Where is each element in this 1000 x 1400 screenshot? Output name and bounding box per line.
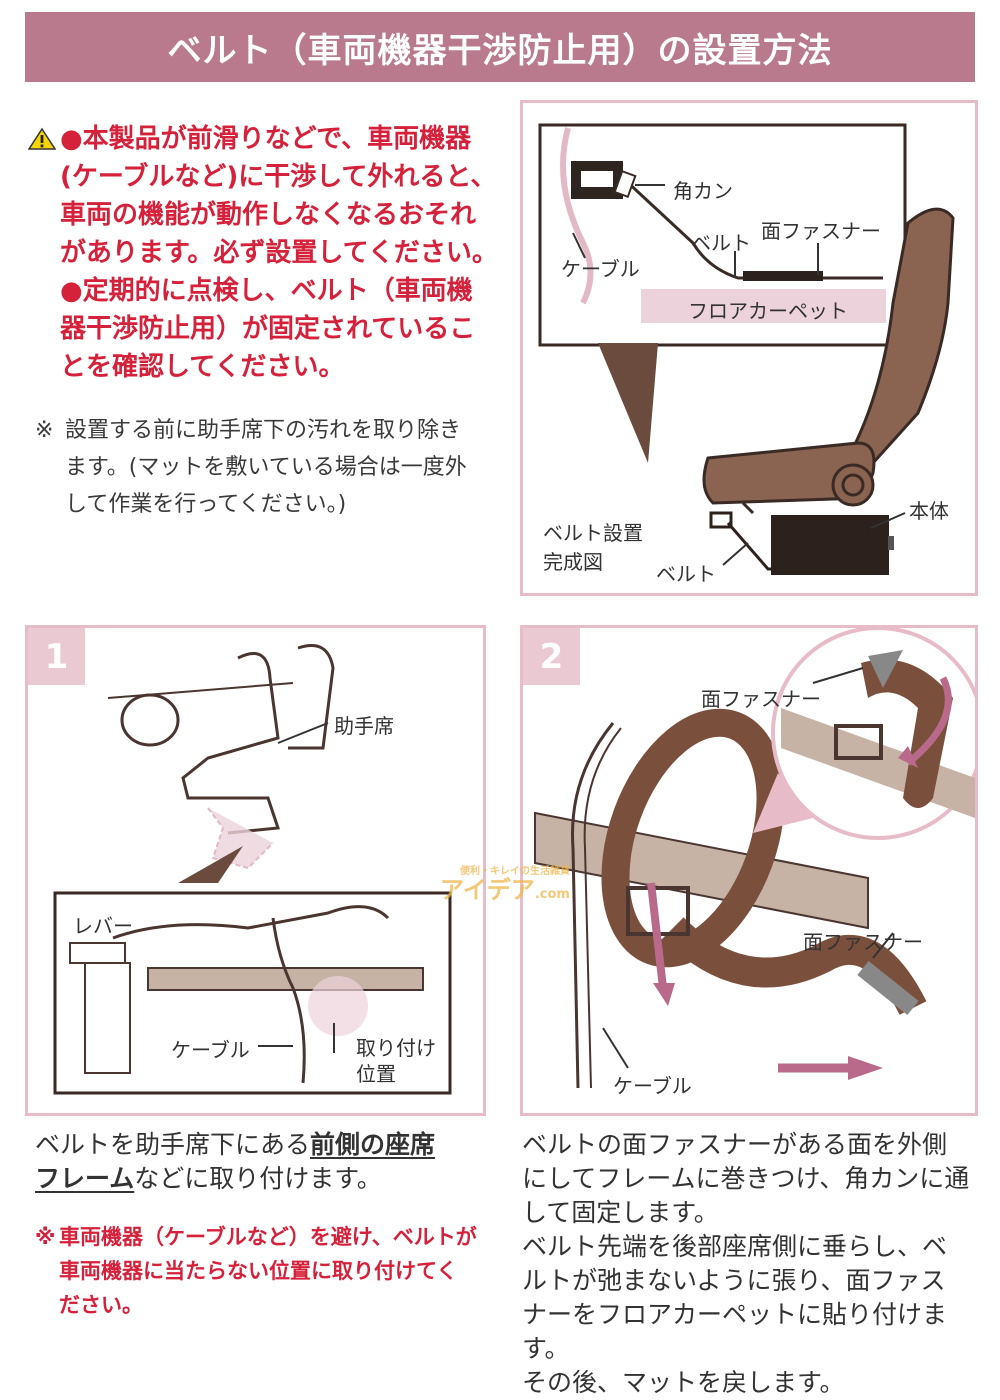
carpet-label: フロアカーペット xyxy=(688,299,848,323)
main-unit-label: 本体 xyxy=(909,499,949,523)
note-line: 設置する前に助手席下の汚れを取り除き xyxy=(65,418,462,443)
watermark-small: 便利・キレイの生活雑貨 xyxy=(460,866,570,877)
complete-label-line2: 完成図 xyxy=(543,550,603,574)
kakukan-label: 角カン xyxy=(673,179,733,203)
seat-diagram xyxy=(538,123,955,575)
warning-block: ●本製品が前滑りなどで、車両機器 (ケーブルなど)に干渉して外れると、 車両の機… xyxy=(28,120,500,386)
step-1-panel: 1 助手席 レバー ケーブル 取り付け 位置 xyxy=(25,625,486,1116)
step-2-description: ベルトの面ファスナーがある面を外側 にしてフレームに巻きつけ、角カンに通 して固… xyxy=(522,1128,992,1400)
step-2-desc-line: その後、マットを戻します。 xyxy=(522,1368,845,1397)
completed-installation-diagram: 角カン ベルト 面ファスナー ケーブル フロアカーペット 本体 ベルト設置 完成… xyxy=(520,100,978,596)
belt-label: ベルト xyxy=(691,231,751,255)
cable-label: ケーブル xyxy=(561,257,640,281)
mount-position-label-line1: 取り付け xyxy=(356,1036,436,1060)
step-1-desc-em1: 前側の座席 xyxy=(310,1130,436,1159)
step-1-desc-em2: フレーム xyxy=(35,1164,135,1193)
lever-label: レバー xyxy=(73,914,133,938)
step-2-panel: 2 面ファスナー 面ファスナー ケーブル xyxy=(520,625,978,1116)
step-1-description: ベルトを助手席下にある前側の座席 フレームなどに取り付けます。 xyxy=(35,1128,495,1196)
preparation-note: ※ 設置する前に助手席下の汚れを取り除き ます。(マットを敷いている場合は一度外… xyxy=(35,412,495,523)
step-number: 1 xyxy=(28,628,85,685)
warning-line: ●定期的に点検し、ベルト（車両機 xyxy=(60,276,473,306)
step-2-illustration xyxy=(534,628,975,1089)
watermark-main: アイデア xyxy=(440,876,535,904)
page-title: ベルト（車両機器干渉防止用）の設置方法 xyxy=(25,12,975,82)
warning-icon xyxy=(28,127,56,150)
step-2-desc-line: にしてフレームに巻きつけ、角カンに通 xyxy=(522,1164,970,1193)
step-2-desc-line: ルトが弛まないように張り、面ファス xyxy=(522,1266,946,1295)
caution-line: 車両機器（ケーブルなど）を避け、ベルトが xyxy=(59,1225,477,1249)
cable-label: ケーブル xyxy=(613,1074,692,1098)
complete-label-line1: ベルト設置 xyxy=(543,521,643,545)
warning-line: とを確認してください。 xyxy=(60,352,345,382)
step-2-desc-line: ナーをフロアカーペットに貼り付けます。 xyxy=(522,1300,948,1363)
note-line: ます。(マットを敷いている場合は一度外 xyxy=(65,455,467,480)
step-2-desc-line: ベルトの面ファスナーがある面を外側 xyxy=(522,1130,948,1159)
step-number: 2 xyxy=(523,628,580,685)
step-2-desc-line: して固定します。 xyxy=(522,1198,719,1227)
belt-bottom-label: ベルト xyxy=(656,562,716,586)
caution-line: ださい。 xyxy=(59,1293,143,1317)
caution-line: 車両機器に当たらない位置に取り付けてく xyxy=(59,1259,458,1283)
note-line: して作業を行ってください。) xyxy=(65,492,347,517)
step-1-desc-post: などに取り付けます。 xyxy=(134,1164,382,1193)
note-mark: ※ xyxy=(35,418,54,443)
step-1-caution-note: ※ 車両機器（ケーブルなど）を避け、ベルトが 車両機器に当たらない位置に取り付け… xyxy=(35,1220,485,1322)
warning-line: 車両の機能が動作しなくなるおそれ xyxy=(60,200,477,230)
passenger-seat-label: 助手席 xyxy=(334,714,394,738)
fastener-label: 面ファスナー xyxy=(761,219,881,243)
step-1-desc-pre: ベルトを助手席下にある xyxy=(35,1130,311,1159)
mount-position-label-line2: 位置 xyxy=(356,1062,396,1086)
warning-line: 器干渉防止用）が固定されているこ xyxy=(60,314,476,344)
step-1-illustration xyxy=(53,644,452,1095)
warning-line: (ケーブルなど)に干渉して外れると、 xyxy=(60,162,497,192)
watermark-logo: 便利・キレイの生活雑貨 アイデア.com xyxy=(418,866,570,905)
watermark-suffix: .com xyxy=(534,887,570,902)
fastener-top-label: 面ファスナー xyxy=(701,687,821,711)
step-2-desc-line: ベルト先端を後部座席側に垂らし、ベ xyxy=(522,1232,948,1261)
warning-line: ●本製品が前滑りなどで、車両機器 xyxy=(60,124,472,154)
fastener-mid-label: 面ファスナー xyxy=(803,930,923,954)
warning-line: があります。必ず設置してください。 xyxy=(60,238,498,268)
cable-label: ケーブル xyxy=(171,1038,250,1062)
caution-mark: ※ xyxy=(35,1225,56,1249)
